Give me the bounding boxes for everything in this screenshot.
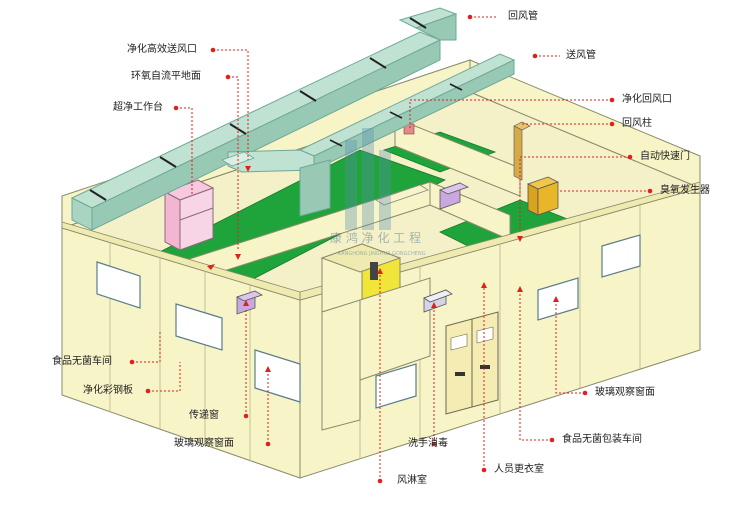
window-right-3 [601, 234, 641, 278]
label-glass-window-left: 玻璃观察窗面 [174, 438, 234, 449]
label-clean-bench: 超净工作台 [113, 102, 163, 113]
hand-wash-sink [423, 289, 453, 313]
inner-partition-center [359, 277, 431, 381]
watermark-text-cn: 康 鸿 净 化 工 程 [330, 231, 422, 245]
panel-seams-left [109, 242, 251, 461]
label-air-shower: 风淋室 [397, 475, 427, 486]
arrow-heads [207, 166, 559, 372]
label-changing-room: 人员更衣室 [494, 464, 544, 475]
label-auto-door: 自动快速门 [640, 151, 690, 162]
window-right-2 [537, 277, 579, 321]
label-color-steel-panel: 净化彩钢板 [83, 385, 133, 396]
leader-lines [132, 16, 650, 481]
supply-duct [227, 53, 516, 217]
ozone-generator [526, 176, 560, 216]
return-duct [70, 7, 458, 231]
label-epoxy-floor: 环氧自流平地面 [131, 71, 201, 82]
pass-box-back [438, 182, 470, 210]
window-left-1 [96, 261, 141, 309]
label-return-duct: 回风管 [508, 11, 538, 22]
label-food-sterile-room: 食品无菌车间 [52, 356, 112, 367]
label-glass-window-right: 玻璃观察窗面 [595, 387, 655, 398]
window-left-2 [175, 303, 223, 351]
leader-dots [129, 14, 653, 484]
label-clean-return: 净化回风口 [622, 94, 672, 105]
supply-duct-branch [375, 184, 429, 206]
label-hepa-outlet: 净化高效送风口 [127, 44, 197, 55]
watermark-logo [345, 128, 391, 230]
label-supply-duct: 送风管 [566, 50, 596, 61]
window-left-3 [254, 349, 301, 403]
watermark-text-en: KANGHONG JINGHUA GONGCHENG [338, 251, 426, 257]
label-return-column: 回风柱 [622, 118, 652, 129]
return-air-column [513, 121, 531, 181]
label-pass-box: 传递窗 [189, 410, 219, 421]
double-door [445, 311, 499, 415]
window-right-1 [375, 363, 417, 409]
clean-bench [163, 179, 215, 251]
label-hand-wash: 洗手消毒 [408, 438, 448, 449]
label-food-packing-room: 食品无菌包装车间 [562, 434, 642, 445]
label-ozone-generator: 臭氧发生器 [660, 185, 710, 196]
